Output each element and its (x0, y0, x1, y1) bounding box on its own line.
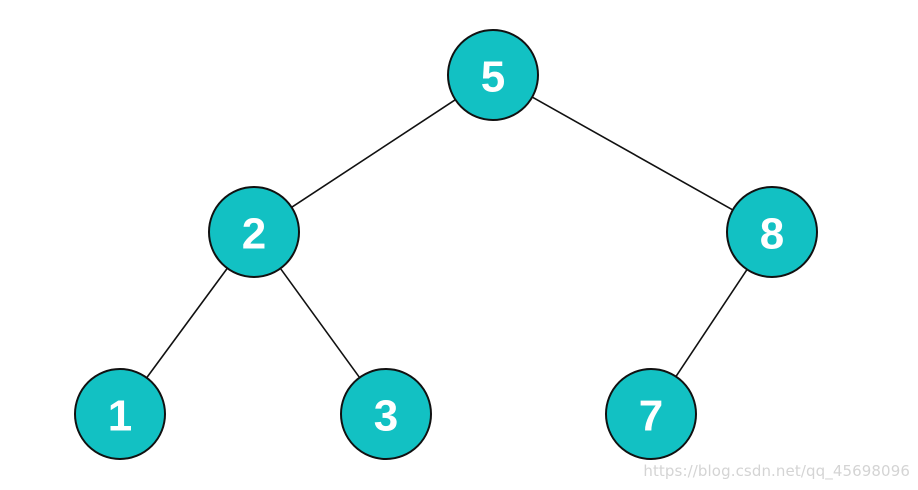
watermark-text: https://blog.csdn.net/qq_45698096 (643, 462, 910, 480)
edge-n5-n2 (291, 99, 456, 208)
edges-layer (146, 96, 748, 379)
tree-node-5: 5 (447, 29, 539, 121)
tree-node-3: 3 (340, 368, 432, 460)
node-label: 1 (108, 392, 132, 441)
node-label: 5 (481, 53, 505, 102)
node-circle (208, 186, 300, 278)
tree-node-2: 2 (208, 186, 300, 278)
node-label: 3 (374, 392, 398, 441)
tree-node-7: 7 (605, 368, 697, 460)
node-circle (340, 368, 432, 460)
node-circle (447, 29, 539, 121)
edge-n2-n1 (146, 267, 228, 379)
node-circle (726, 186, 818, 278)
node-circle (74, 368, 166, 460)
node-label: 2 (242, 210, 266, 259)
node-circle (605, 368, 697, 460)
tree-node-1: 1 (74, 368, 166, 460)
edge-n2-n3 (279, 267, 361, 379)
nodes-layer: 5 2 8 1 3 7 (74, 29, 818, 460)
tree-node-8: 8 (726, 186, 818, 278)
edge-n8-n7 (675, 269, 748, 377)
node-label: 7 (639, 392, 663, 441)
edge-n5-n8 (531, 96, 734, 211)
node-label: 8 (760, 210, 784, 259)
